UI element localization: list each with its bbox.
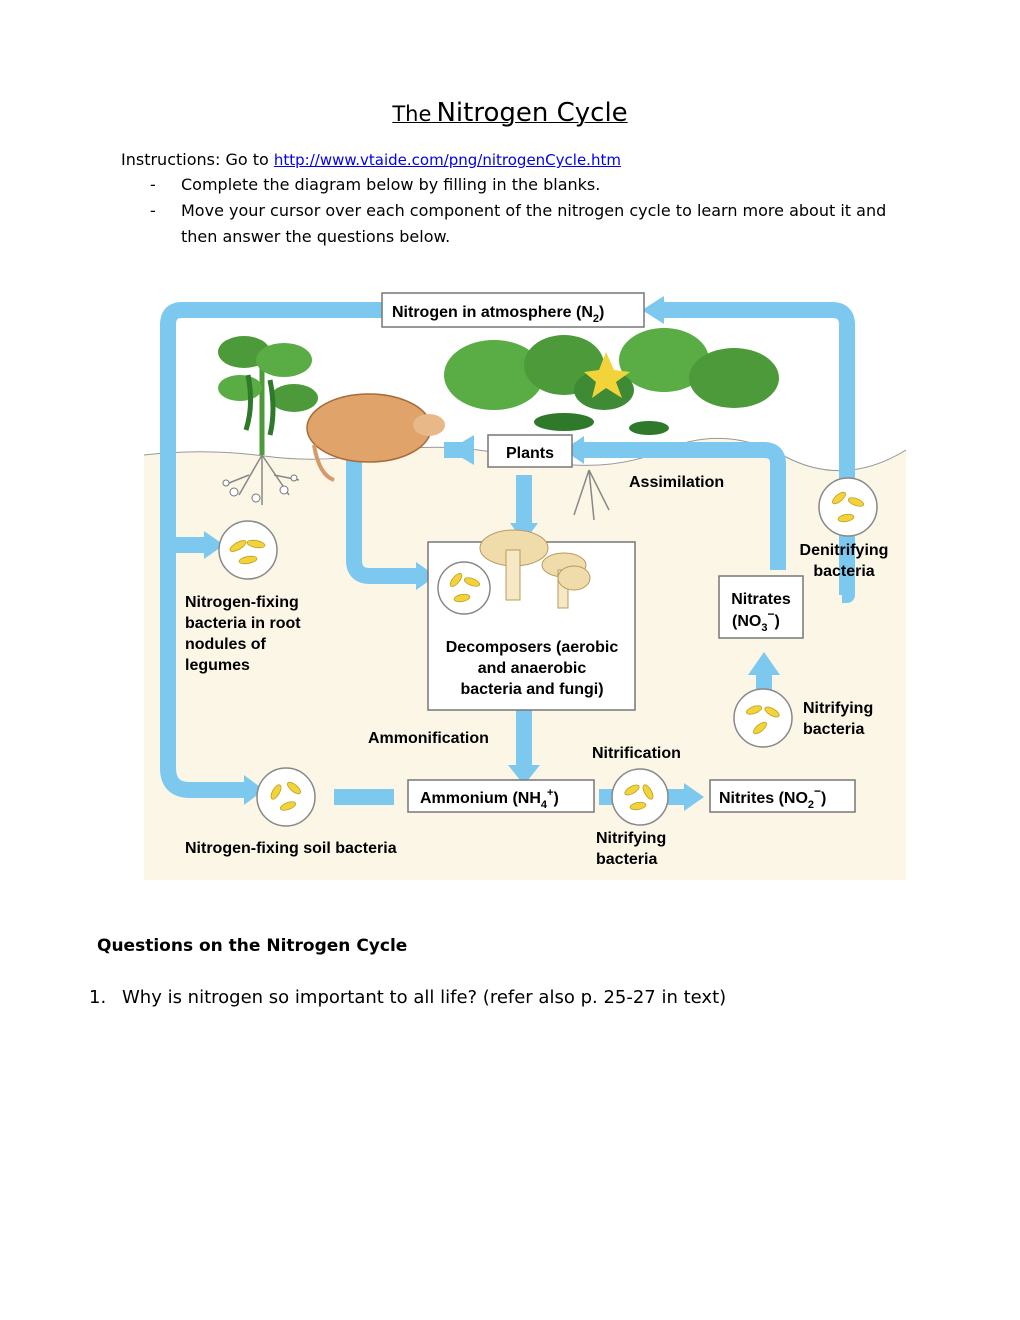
- label-nitrites: Nitrites (NO2−): [719, 784, 826, 811]
- bacteria-icon: [832, 491, 865, 523]
- bacteria-icon: [270, 781, 301, 811]
- bacteria-icon: [449, 573, 481, 603]
- page-title: The Nitrogen Cycle: [0, 98, 1020, 128]
- label-denitrifying-2: bacteria: [813, 563, 874, 580]
- instructions-link[interactable]: http://www.vtaide.com/png/nitrogenCycle.…: [273, 151, 621, 169]
- squash-plant: [444, 328, 779, 521]
- mole-animal: [306, 393, 445, 482]
- instructions-line: Instructions: Go to http://www.vtaide.co…: [121, 150, 621, 169]
- label-nitrifying-bottom-2: bacteria: [596, 851, 657, 868]
- label-nitrates-1: Nitrates: [731, 591, 791, 608]
- label-denitrifying-1: Denitrifying: [800, 542, 889, 559]
- label-plants: Plants: [506, 445, 554, 462]
- title-main: Nitrogen Cycle: [436, 98, 628, 128]
- label-assimilation: Assimilation: [629, 474, 724, 491]
- label-ammonification: Ammonification: [368, 730, 489, 747]
- label-soil-bacteria: Nitrogen-fixing soil bacteria: [185, 840, 397, 857]
- nitrogen-cycle-diagram: Nitrogen in atmosphere (N2) Plants Assim…: [144, 292, 906, 880]
- label-root-bacteria-2: bacteria in root: [185, 615, 301, 632]
- label-nitrifying-right-2: bacteria: [803, 721, 864, 738]
- label-atmosphere: Nitrogen in atmosphere (N2): [392, 304, 604, 325]
- label-root-bacteria-4: legumes: [185, 657, 250, 674]
- bacteria-icon: [624, 784, 654, 811]
- arrow-heads: [204, 296, 780, 811]
- bacteria-icon: [745, 705, 780, 735]
- label-nitrifying-bottom-1: Nitrifying: [596, 830, 666, 847]
- bacteria-icon: [229, 539, 266, 565]
- questions-heading: Questions on the Nitrogen Cycle: [97, 936, 408, 956]
- label-nitrates-2: (NO3−): [732, 607, 780, 634]
- question-number: 1.: [89, 987, 107, 1008]
- title-prefix: The: [392, 102, 432, 126]
- label-root-bacteria-1: Nitrogen-fixing: [185, 594, 299, 611]
- instructions-lead: Instructions: Go to: [121, 150, 269, 169]
- bullet-text: Move your cursor over each component of …: [181, 201, 887, 246]
- label-decomposers-1: Decomposers (aerobic: [446, 639, 619, 656]
- label-nitrification: Nitrification: [592, 745, 681, 762]
- label-nitrifying-right-1: Nitrifying: [803, 700, 873, 717]
- question-text: Why is nitrogen so important to all life…: [122, 987, 727, 1008]
- bullet-text: Complete the diagram below by filling in…: [181, 175, 601, 194]
- label-ammonium: Ammonium (NH4+): [420, 787, 559, 811]
- bullet-dash: -: [150, 175, 156, 194]
- bullet-dash: -: [150, 201, 156, 220]
- label-decomposers-3: bacteria and fungi): [460, 681, 603, 698]
- legume-plant: [218, 336, 318, 505]
- mushroom-icon: [479, 529, 591, 609]
- label-decomposers-2: and anaerobic: [478, 660, 587, 677]
- label-root-bacteria-3: nodules of: [185, 636, 267, 653]
